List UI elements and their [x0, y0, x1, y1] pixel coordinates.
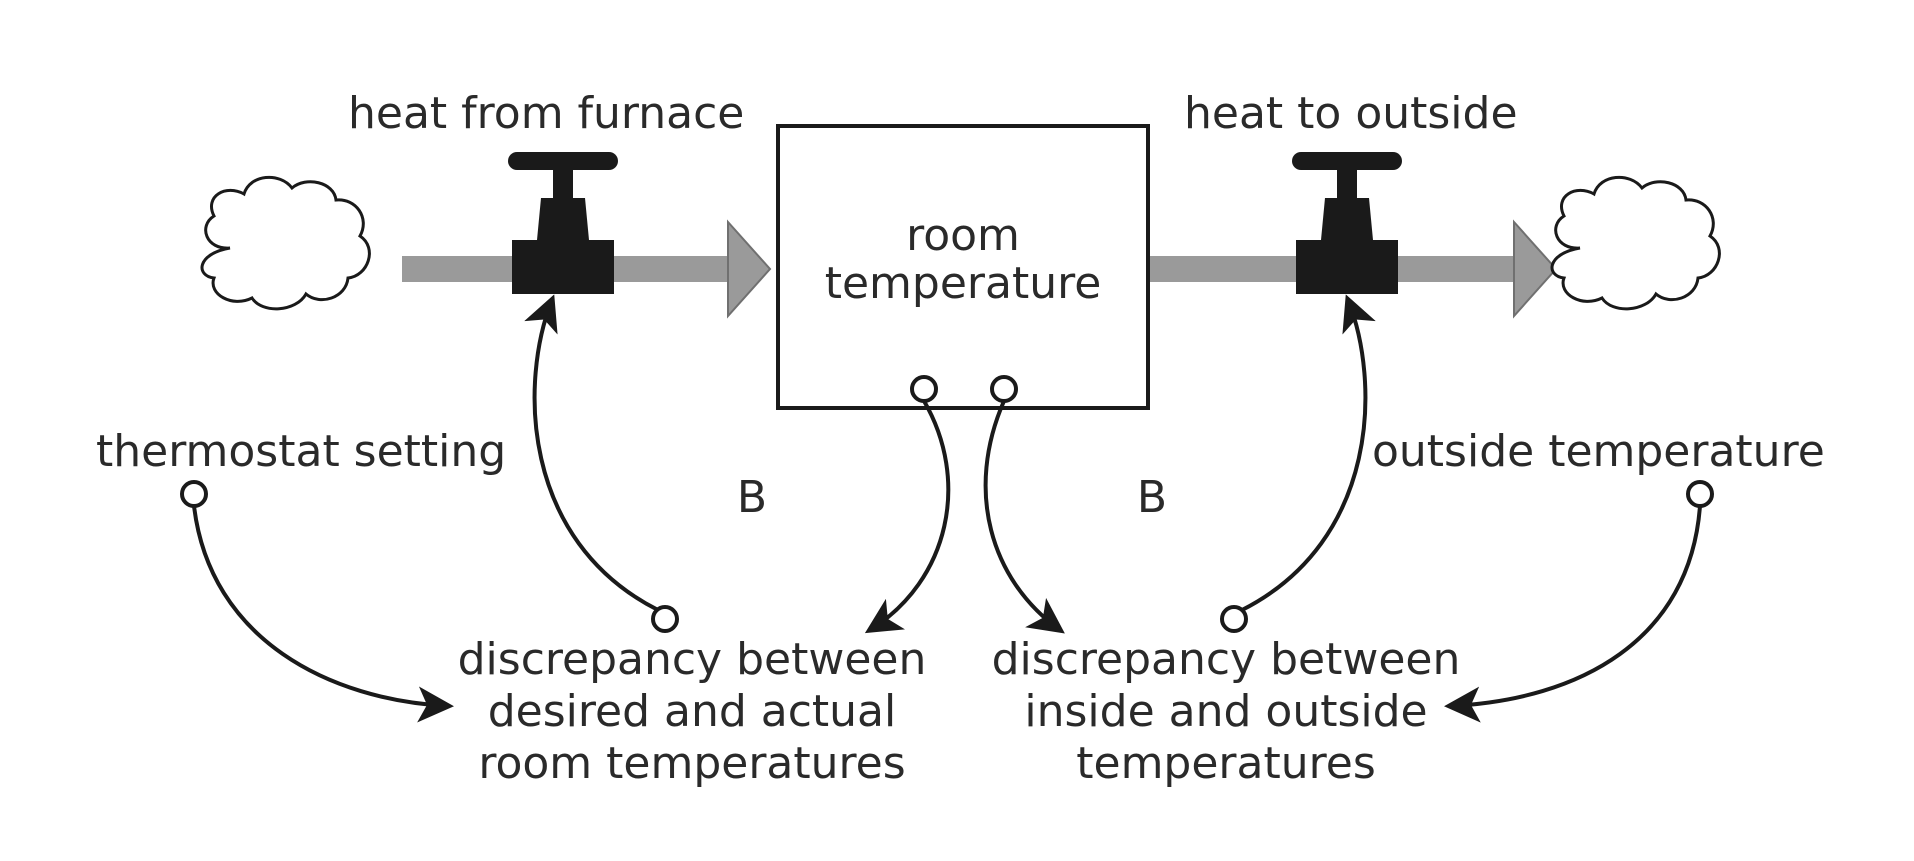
discrepancy-inside-line2: inside and outside [1024, 686, 1427, 737]
discrepancy-desired-line2: desired and actual [488, 686, 897, 737]
discrepancy-desired-line1: discrepancy between [458, 634, 927, 685]
sink-cloud-icon [1550, 175, 1721, 311]
connector-nodes [180, 375, 1714, 633]
source-cloud-icon [200, 175, 371, 311]
arrow-thermostat-to-discrepancy [192, 505, 454, 723]
node-thermostat [180, 480, 208, 508]
arrow-discrepancy-to-inflow-valve [524, 294, 659, 612]
room-temperature-stock: room temperature [776, 124, 1150, 410]
inflow-label: heat from furnace [348, 88, 744, 139]
stock-label-line1: room [906, 210, 1020, 261]
outflow-valve-icon [1292, 152, 1402, 294]
loop-label-right: B [1137, 472, 1167, 523]
node-outside-temp [1686, 480, 1714, 508]
outside-temp-label: outside temperature [1372, 426, 1825, 477]
arrow-stock-to-discrepancy-desired [864, 399, 951, 634]
connector-arrows [192, 294, 1702, 723]
node-discrepancy-inside [1220, 605, 1248, 633]
arrow-discrepancy-to-outflow-valve [1241, 294, 1376, 612]
discrepancy-inside-line1: discrepancy between [992, 634, 1461, 685]
discrepancy-desired-line3: room temperatures [478, 738, 905, 789]
arrow-outside-to-discrepancy [1444, 505, 1702, 723]
discrepancy-inside-line3: temperatures [1076, 738, 1376, 789]
loop-label-left: B [737, 472, 767, 523]
inflow-valve-icon [508, 152, 618, 294]
node-stock-left [910, 375, 938, 403]
node-discrepancy-desired [651, 605, 679, 633]
outflow-label: heat to outside [1184, 88, 1518, 139]
thermostat-label: thermostat setting [96, 426, 506, 477]
stock-label-line2: temperature [825, 258, 1102, 309]
node-stock-right [990, 375, 1018, 403]
arrow-stock-to-discrepancy-inside [983, 400, 1065, 634]
